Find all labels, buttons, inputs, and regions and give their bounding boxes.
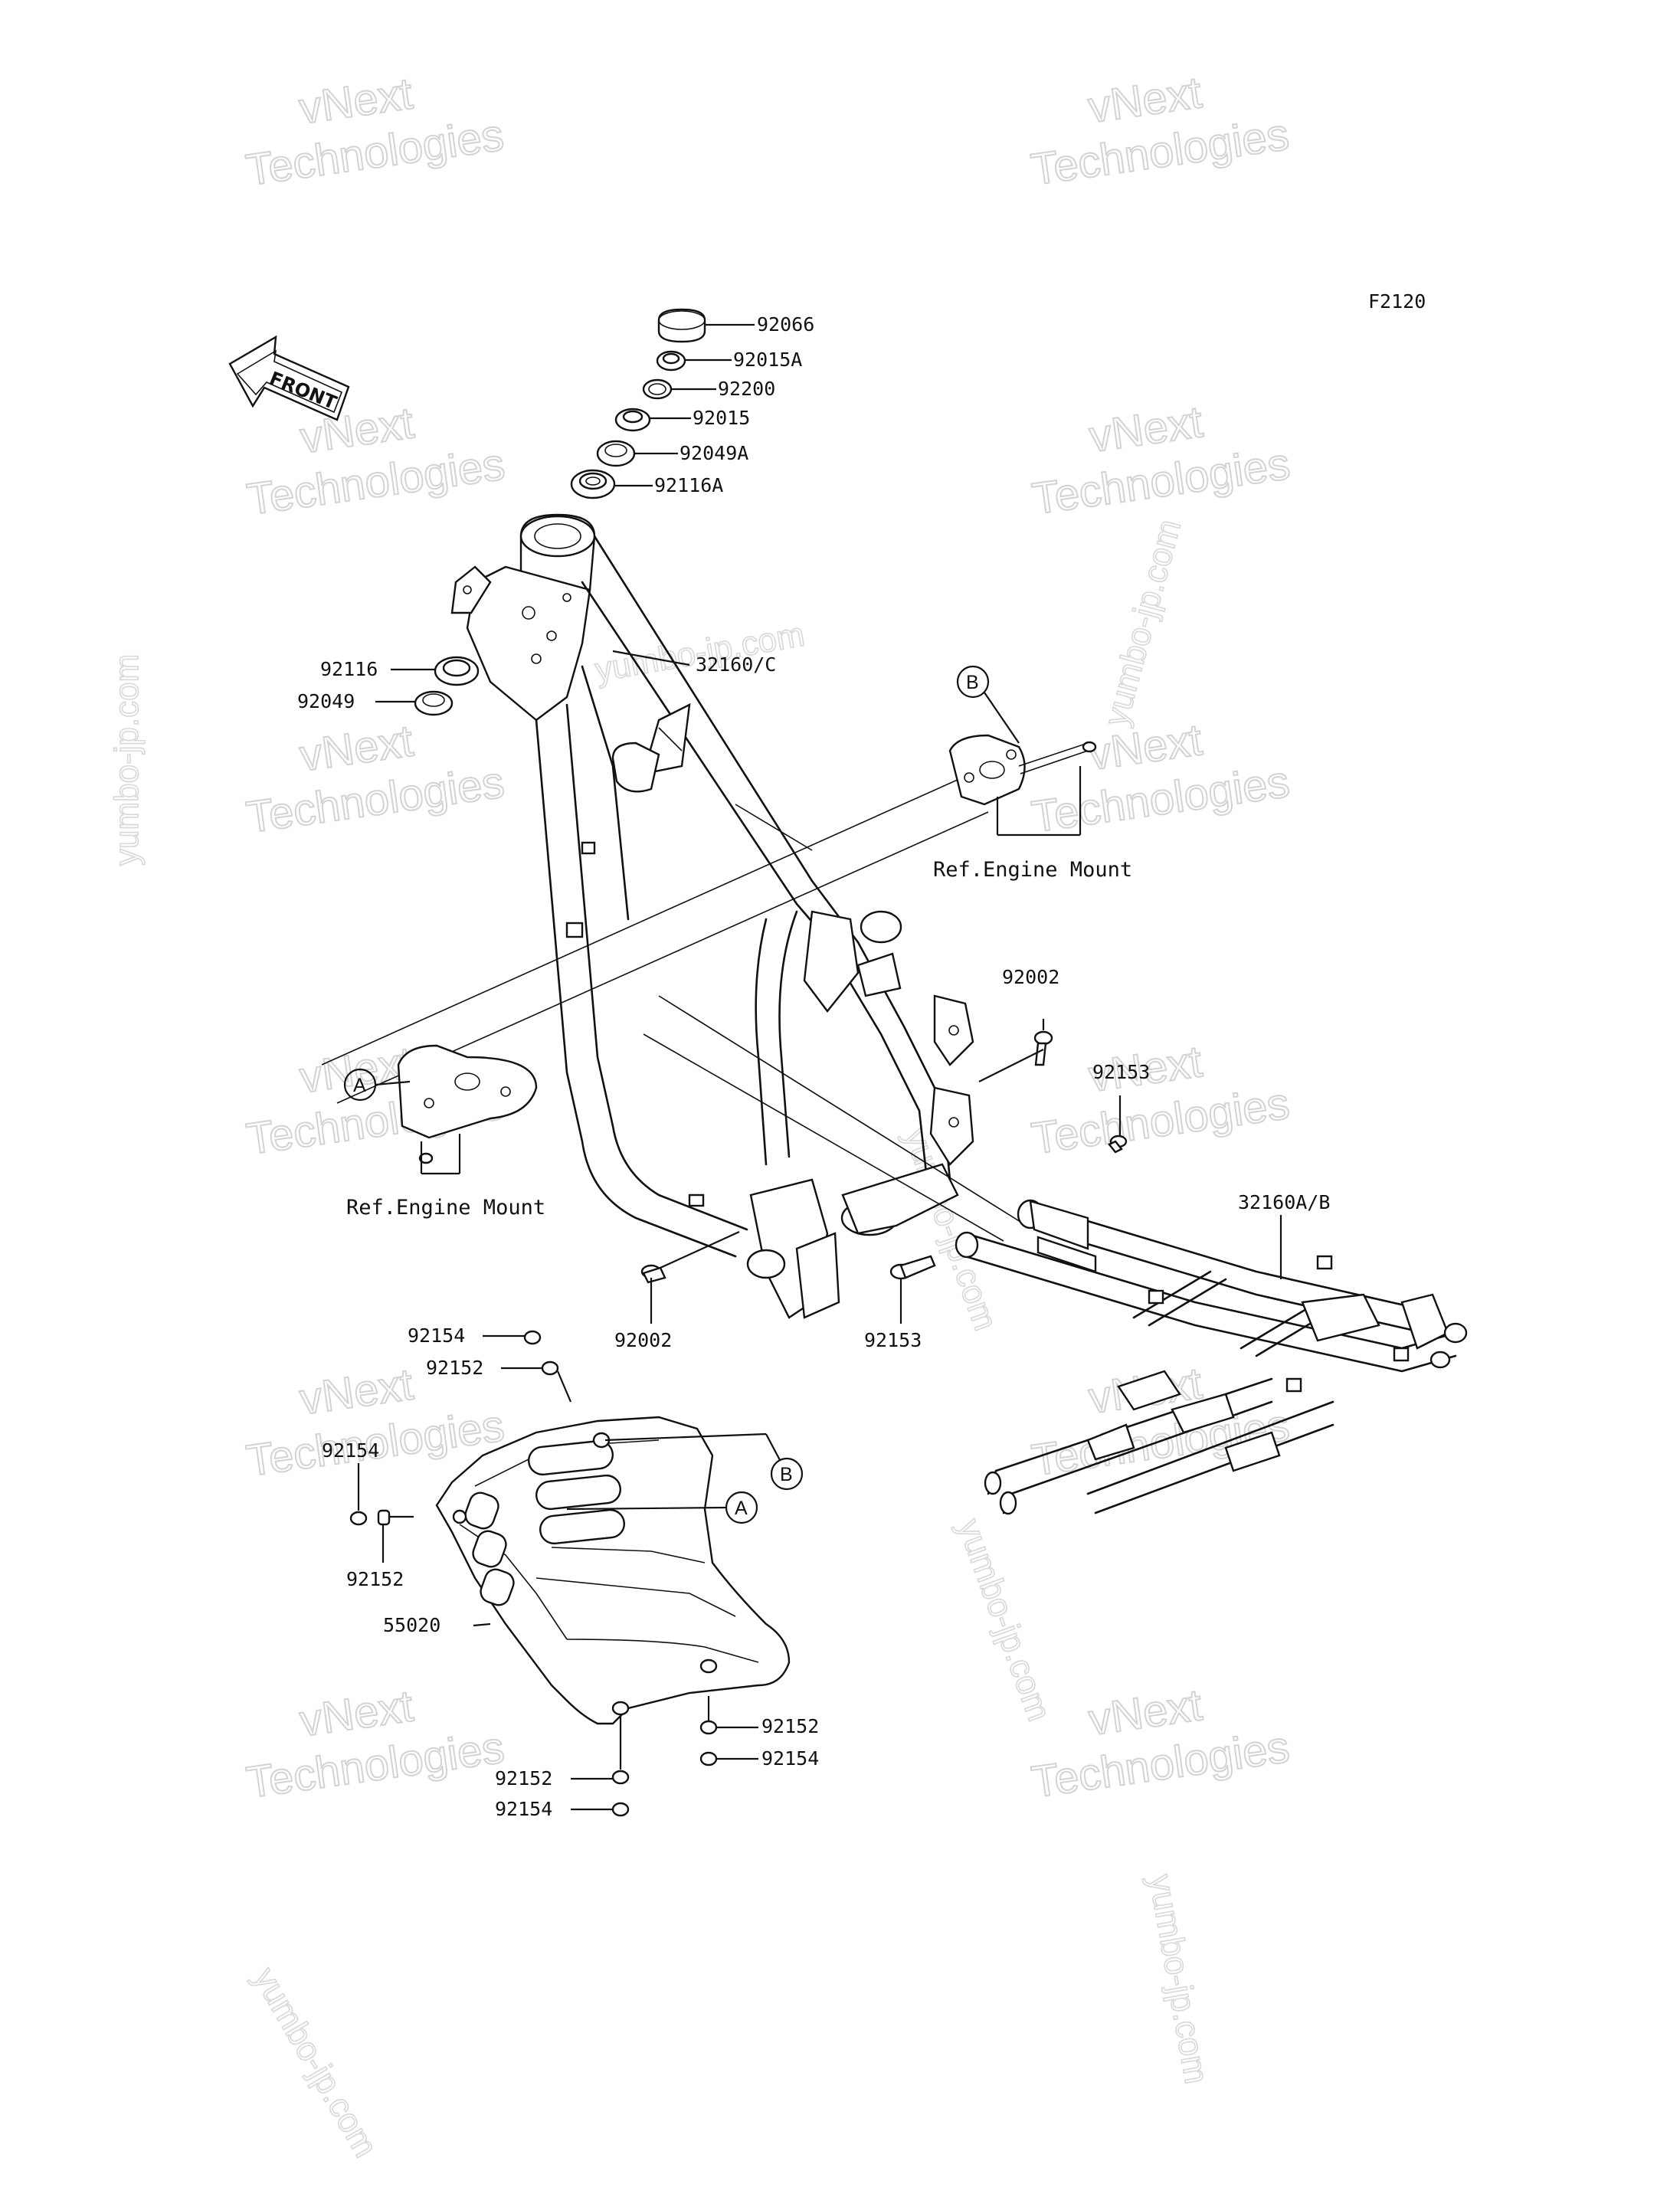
rear-frame	[955, 1199, 1468, 1515]
part-label-92154-left: 92154	[322, 1439, 379, 1462]
watermark-site: yumbo-jp.com	[108, 654, 146, 866]
part-label-92116A: 92116A	[654, 474, 723, 496]
bolt-icon	[611, 1802, 630, 1817]
bearing-icon	[434, 656, 480, 686]
part-label-92049: 92049	[297, 690, 355, 712]
engine-mount-lower	[397, 1044, 538, 1164]
part-label-92152-bottom: 92152	[495, 1767, 552, 1789]
part-label-92015A: 92015A	[733, 349, 802, 371]
part-label-92116: 92116	[320, 658, 378, 680]
ref-engine-mount-upper: Ref.Engine Mount	[933, 858, 1132, 882]
watermark-site: yumbo-jp.com	[246, 1962, 385, 2164]
collar-icon	[699, 1720, 718, 1735]
collar-icon	[377, 1509, 391, 1526]
callout-A-lower: A	[735, 1498, 748, 1519]
bolt-icon	[1033, 1030, 1053, 1066]
bolt-icon	[1108, 1135, 1128, 1154]
bolt-icon	[640, 1264, 666, 1284]
part-label-55020: 55020	[383, 1614, 440, 1636]
part-label-92152-top: 92152	[426, 1357, 483, 1379]
main-frame	[450, 513, 974, 1319]
part-label-92200: 92200	[718, 378, 775, 400]
part-label-92152-left: 92152	[346, 1568, 404, 1590]
part-label-92154-top: 92154	[408, 1324, 465, 1347]
callout-B-upper-icon	[956, 665, 990, 699]
part-label-92154-bottom: 92154	[495, 1798, 552, 1820]
watermark-site: yumbo-jp.com	[1141, 1871, 1215, 2087]
watermark-site: yumbo-jp.com	[1097, 516, 1188, 730]
part-label-92002-right: 92002	[1002, 966, 1059, 988]
steering-stack: 92066 92015A 92200 92015 92049A	[297, 308, 814, 716]
bearing-icon	[570, 469, 616, 499]
callout-A-upper: A	[353, 1075, 366, 1096]
watermark-site: yumbo-jp.com	[951, 1514, 1059, 1726]
bolt-icon	[889, 1255, 936, 1280]
steering-nut-icon	[656, 350, 686, 372]
engine-mount-upper	[948, 734, 1097, 806]
part-label-32160C: 32160/C	[696, 653, 776, 676]
part-label-92066: 92066	[757, 313, 814, 336]
collar-icon	[611, 1770, 630, 1785]
part-label-32160AB: 32160A/B	[1238, 1191, 1330, 1213]
part-label-92153-upper: 92153	[1092, 1061, 1150, 1083]
callout-B-lower: B	[780, 1464, 793, 1485]
part-label-92002-lower: 92002	[614, 1329, 672, 1351]
washer-icon	[642, 378, 673, 400]
part-label-92153-lower: 92153	[864, 1329, 922, 1351]
seal-icon	[596, 440, 636, 467]
part-label-92154-right: 92154	[761, 1747, 819, 1770]
figure-code: F2120	[1368, 290, 1426, 313]
collar-icon	[541, 1360, 559, 1376]
part-label-92152-right: 92152	[761, 1715, 819, 1737]
bolt-icon	[699, 1751, 718, 1766]
skid-plate	[435, 1416, 791, 1725]
part-label-92049A: 92049A	[680, 442, 748, 464]
part-label-92015: 92015	[693, 407, 750, 429]
callout-B-lower-icon	[770, 1457, 804, 1491]
steering-nut-icon	[614, 408, 651, 432]
ref-engine-mount-lower: Ref.Engine Mount	[346, 1196, 545, 1220]
steering-cap-icon	[657, 308, 706, 343]
callout-B-upper: B	[966, 672, 979, 693]
seal-icon	[414, 690, 454, 716]
front-arrow-icon: FRONT	[228, 335, 350, 421]
bolt-icon	[349, 1511, 368, 1526]
bolt-icon	[523, 1330, 542, 1345]
